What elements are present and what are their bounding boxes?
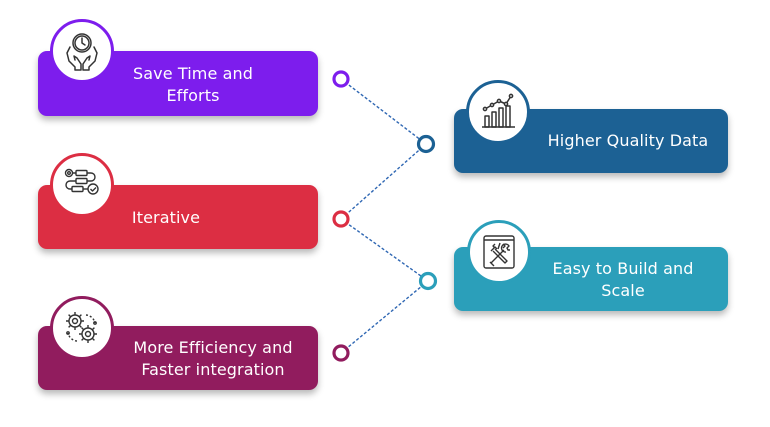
- connector-line-2: [340, 143, 427, 220]
- card-easy-build-label: Easy to Build and Scale: [526, 258, 720, 302]
- connector-lines: [340, 78, 429, 354]
- bar-chart-growth-icon: [482, 93, 515, 128]
- connector-line-1: [340, 78, 427, 145]
- connector-line-4: [340, 280, 429, 354]
- label-line-1: More Efficiency and: [133, 338, 293, 357]
- card-save-time-label: Save Time and Efforts: [98, 63, 288, 107]
- label-line-2: Scale: [601, 281, 645, 300]
- badge-save-time: [50, 19, 114, 83]
- label-line-2: Faster integration: [141, 360, 285, 379]
- hands-clock-icon: [66, 33, 98, 71]
- label-line-1: Save Time and: [132, 64, 253, 83]
- node-higher-quality: [416, 134, 436, 154]
- card-iterative-label: Iterative: [94, 207, 238, 229]
- badge-iterative: [50, 153, 114, 217]
- code-tools-window-icon: [483, 235, 515, 269]
- badge-higher-quality: [466, 80, 530, 144]
- badge-efficiency: [50, 296, 114, 360]
- workflow-process-icon: [64, 168, 99, 195]
- card-higher-quality-label: Higher Quality Data: [530, 130, 726, 152]
- badge-easy-build: [467, 220, 531, 284]
- label-line-2: Efforts: [166, 86, 220, 105]
- card-efficiency-label: More Efficiency and Faster integration: [110, 337, 316, 381]
- gears-icon: [66, 312, 97, 343]
- node-save-time: [332, 70, 350, 88]
- label-line-1: Higher Quality Data: [547, 131, 709, 150]
- node-iterative: [332, 210, 350, 228]
- connector-line-3: [340, 218, 429, 282]
- node-easy-build: [418, 271, 438, 291]
- node-efficiency: [332, 344, 350, 362]
- label-line-1: Iterative: [131, 208, 201, 227]
- label-line-1: Easy to Build and: [552, 259, 694, 278]
